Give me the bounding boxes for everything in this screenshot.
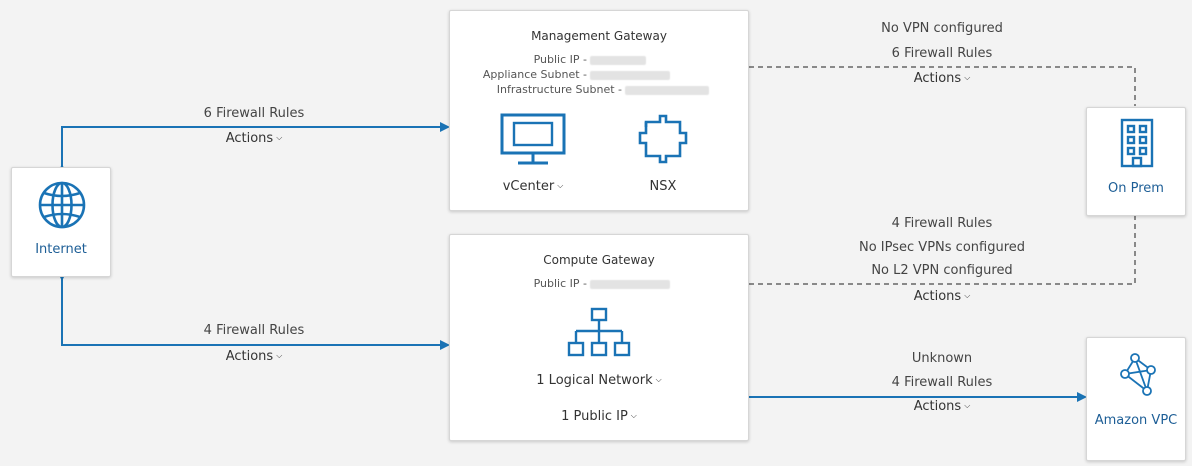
internet-cgw-actions[interactable]: Actions⌵	[226, 349, 283, 364]
mgw-infrastructure-subnet-value	[625, 86, 709, 95]
public-ip-count-label: 1 Public IP	[561, 409, 628, 424]
cgw-vpc-actions[interactable]: Actions⌵	[914, 399, 971, 414]
on-prem-label: On Prem	[1108, 181, 1164, 196]
actions-label: Actions	[913, 399, 962, 414]
line-mgw-onprem	[749, 66, 1136, 106]
internet-cgw-rules: 4 Firewall Rules	[203, 323, 305, 338]
internet-mgw-rules: 6 Firewall Rules	[203, 106, 305, 121]
cgw-vpc-status: Unknown	[911, 351, 973, 366]
mgw-infrastructure-subnet-label: Infrastructure Subnet -	[496, 83, 622, 96]
globe-icon	[38, 181, 86, 229]
actions-label: Actions	[913, 289, 962, 304]
cgw-onprem-actions[interactable]: Actions⌵	[914, 289, 971, 304]
actions-label: Actions	[225, 131, 274, 146]
mgw-public-ip-value	[590, 56, 646, 65]
chevron-down-icon: ⌵	[276, 351, 283, 360]
nsx-label: NSX	[649, 179, 677, 194]
mgw-onprem-vpn-status: No VPN configured	[881, 21, 1003, 36]
chevron-down-icon: ⌵	[655, 375, 662, 384]
monitor-icon[interactable]	[500, 113, 566, 165]
cgw-onprem-ipsec-status: No IPsec VPNs configured	[859, 240, 1025, 255]
internet-mgw-actions[interactable]: Actions⌵	[226, 131, 283, 146]
line-internet-mgw	[57, 122, 450, 174]
vcenter-dropdown[interactable]: vCenter⌵	[503, 179, 564, 194]
internet-label: Internet	[35, 242, 87, 257]
actions-label: Actions	[225, 349, 274, 364]
amazon-vpc-node[interactable]: Amazon VPC	[1086, 337, 1186, 461]
compute-gateway-title: Compute Gateway	[543, 253, 655, 267]
mgw-public-ip-label: Public IP -	[533, 53, 587, 66]
compute-gateway-card: Compute Gateway Public IP - 1 Logical Ne…	[449, 234, 749, 441]
amazon-vpc-label: Amazon VPC	[1094, 413, 1178, 428]
chevron-down-icon: ⌵	[630, 411, 637, 420]
building-icon	[1120, 118, 1154, 168]
on-prem-node[interactable]: On Prem	[1086, 107, 1186, 216]
cgw-vpc-rules: 4 Firewall Rules	[891, 375, 993, 390]
logical-network-dropdown[interactable]: 1 Logical Network⌵	[536, 373, 661, 388]
chevron-down-icon: ⌵	[276, 133, 283, 142]
management-gateway-card: Management Gateway Public IP - Appliance…	[449, 10, 749, 211]
logical-network-label: 1 Logical Network	[536, 373, 653, 388]
chevron-down-icon: ⌵	[964, 401, 971, 410]
line-cgw-onprem	[749, 216, 1136, 285]
mgw-appliance-subnet-value	[590, 71, 670, 80]
line-internet-cgw	[57, 271, 450, 350]
vcenter-label: vCenter	[502, 179, 555, 194]
public-ip-dropdown[interactable]: 1 Public IP⌵	[561, 409, 637, 424]
cgw-onprem-rules: 4 Firewall Rules	[891, 216, 993, 231]
cgw-onprem-l2-status: No L2 VPN configured	[871, 263, 1013, 278]
mgw-onprem-actions[interactable]: Actions⌵	[914, 71, 971, 86]
cgw-public-ip-label: Public IP -	[533, 277, 587, 290]
chevron-down-icon: ⌵	[964, 291, 971, 300]
chevron-down-icon: ⌵	[964, 73, 971, 82]
network-nodes-icon	[1120, 353, 1156, 396]
cgw-public-ip-value	[590, 280, 670, 289]
chevron-down-icon: ⌵	[557, 181, 564, 190]
actions-label: Actions	[913, 71, 962, 86]
internet-node[interactable]: Internet	[11, 167, 111, 277]
hierarchy-icon	[567, 307, 631, 357]
nsx-icon	[638, 114, 688, 164]
mgw-appliance-subnet-label: Appliance Subnet -	[482, 68, 587, 81]
management-gateway-title: Management Gateway	[531, 29, 667, 43]
mgw-onprem-rules: 6 Firewall Rules	[891, 46, 993, 61]
